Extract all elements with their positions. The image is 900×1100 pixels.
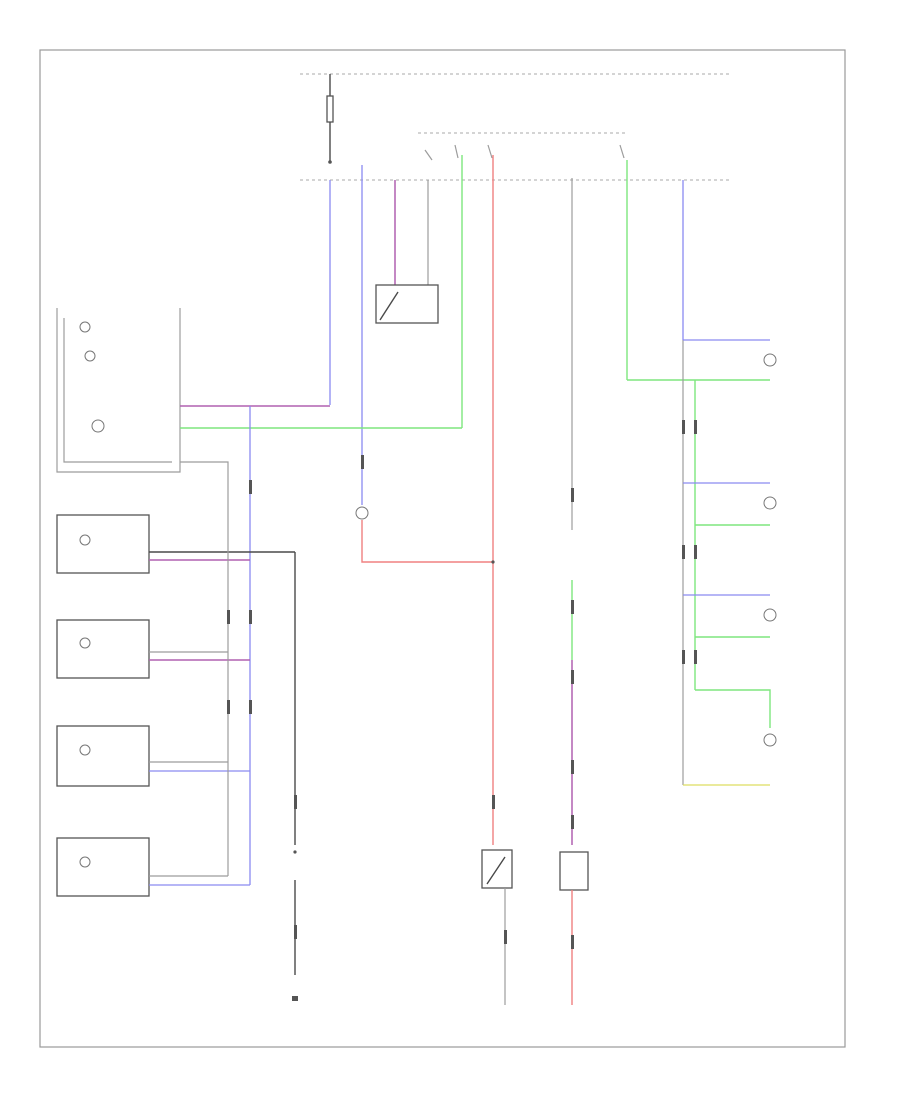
connector (294, 795, 297, 809)
dimmer-contact-4 (619, 144, 625, 159)
bulb-icon (79, 744, 91, 756)
bulb-icon (763, 733, 777, 747)
dimmer-contact-2 (454, 144, 459, 159)
splice-dot (491, 560, 495, 564)
connector (682, 650, 685, 664)
dimmer-contact-3 (487, 144, 493, 159)
trunk-courtesy-contact (486, 856, 506, 885)
connector (682, 545, 685, 559)
connector (249, 700, 252, 714)
wire-red-trunk (361, 520, 493, 563)
bulb-icon (763, 496, 777, 510)
connector (571, 488, 574, 502)
splice-dot (293, 850, 297, 854)
door-lock-switch (559, 851, 589, 891)
connector (571, 935, 574, 949)
connector (571, 815, 574, 829)
splice-dot (328, 160, 332, 164)
connector (227, 610, 230, 624)
dimmer-contact-1 (424, 149, 433, 161)
connector (682, 420, 685, 434)
courtesy-right-lamp (56, 725, 150, 787)
dimmer-box (375, 284, 439, 324)
connector (694, 650, 697, 664)
interior-lamp-frame (56, 308, 181, 473)
bulb-icon (79, 321, 91, 333)
trunk-courtesy-switch (481, 849, 513, 889)
bulb-icon (763, 353, 777, 367)
ground-icon (292, 996, 298, 1001)
fuse-icon (326, 95, 334, 123)
connector (571, 760, 574, 774)
wire-green-rr (695, 689, 771, 728)
connector (227, 700, 230, 714)
interior-lamp-inner (63, 318, 172, 463)
connector (571, 600, 574, 614)
diagram-frame (39, 49, 846, 1048)
connector (492, 795, 495, 809)
harness-connectors (227, 420, 697, 949)
bulb-icon (79, 637, 91, 649)
connector (571, 670, 574, 684)
connector (361, 455, 364, 469)
courtesy-left-lamp (56, 837, 150, 897)
connector (694, 420, 697, 434)
rear-door-right-lamp (56, 514, 150, 574)
connector (249, 610, 252, 624)
rear-door-left-lamp (56, 619, 150, 679)
bulb-icon (79, 856, 91, 868)
dimmer-box-diag (379, 291, 399, 321)
bulb-icon (79, 534, 91, 546)
connector (294, 925, 297, 939)
bulb-icon (91, 419, 105, 433)
connector (694, 545, 697, 559)
wire-gray-interior (180, 461, 229, 548)
bulb-icon (763, 608, 777, 622)
connector (504, 930, 507, 944)
bulb-icon (355, 506, 369, 520)
bulb-icon (84, 350, 96, 362)
connector (249, 480, 252, 494)
